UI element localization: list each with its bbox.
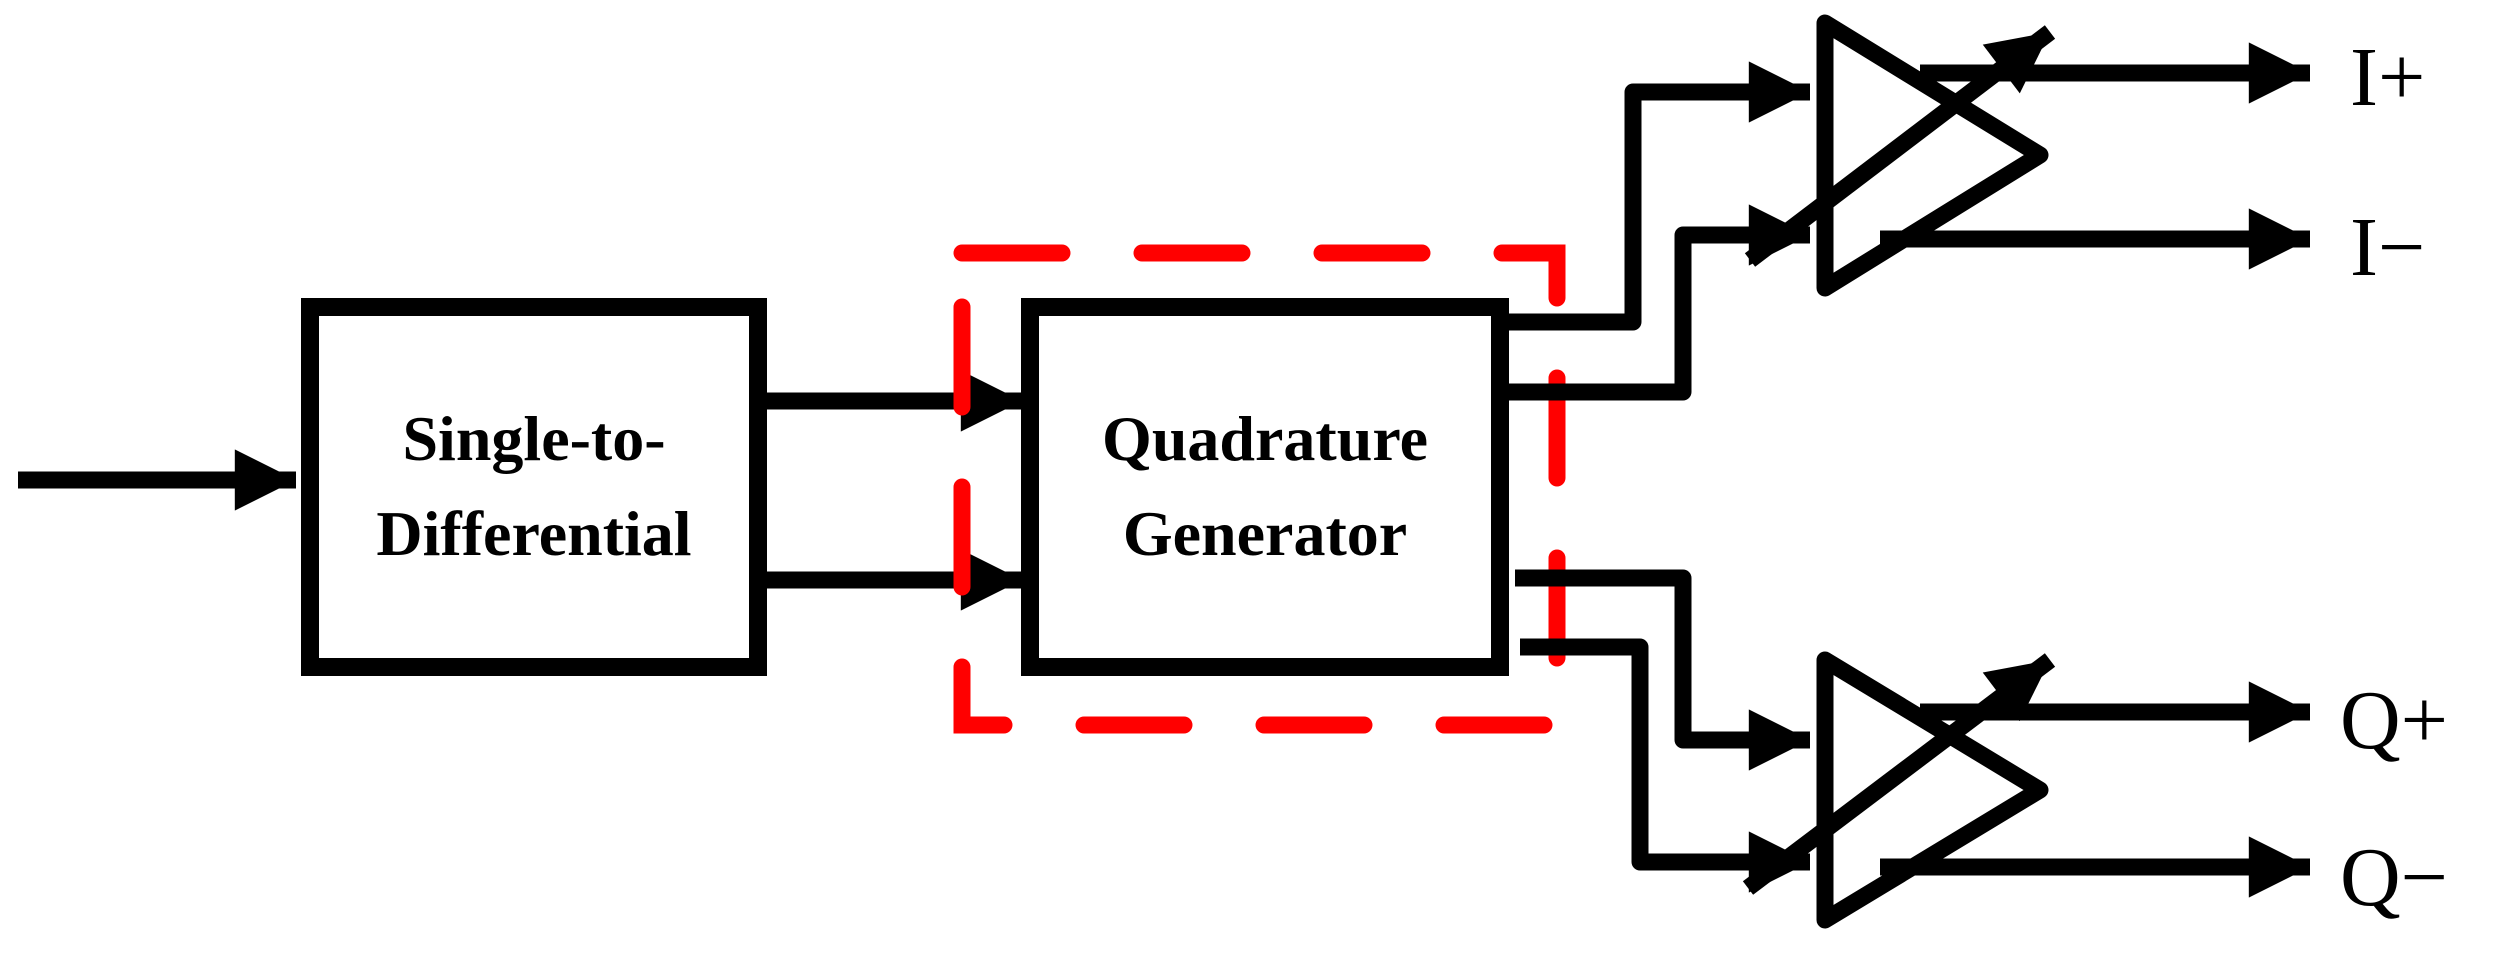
- q-buffer-triangle: [1816, 651, 2049, 929]
- wire-q-minus-input: [1520, 638, 1810, 893]
- wire-i-plus-input: [1505, 61, 1810, 331]
- single-to-differential-block: Single-to- Differential: [301, 298, 767, 676]
- q-plus-label: Q+: [2340, 674, 2448, 767]
- quadrature-generator-label-line1: Quadrature: [1102, 403, 1428, 474]
- wire-i-minus-input: [1505, 204, 1810, 401]
- quadrature-generator-block: Quadrature Generator: [1021, 298, 1509, 676]
- wire-q-plus-input: [1515, 569, 1810, 771]
- q-minus-label: Q−: [2340, 831, 2448, 924]
- i-buffer-triangle: [1816, 14, 2049, 297]
- quadrature-generator-label-line2: Generator: [1123, 498, 1407, 569]
- i-minus-label: I−: [2350, 201, 2425, 294]
- highlight-dashed-box: [953, 244, 1566, 734]
- single-to-differential-label-line2: Differential: [376, 498, 691, 569]
- single-to-differential-label-line1: Single-to-: [402, 403, 665, 474]
- i-plus-label: I+: [2350, 31, 2425, 124]
- q-buffer-diagonal-arrow: [1742, 653, 2056, 895]
